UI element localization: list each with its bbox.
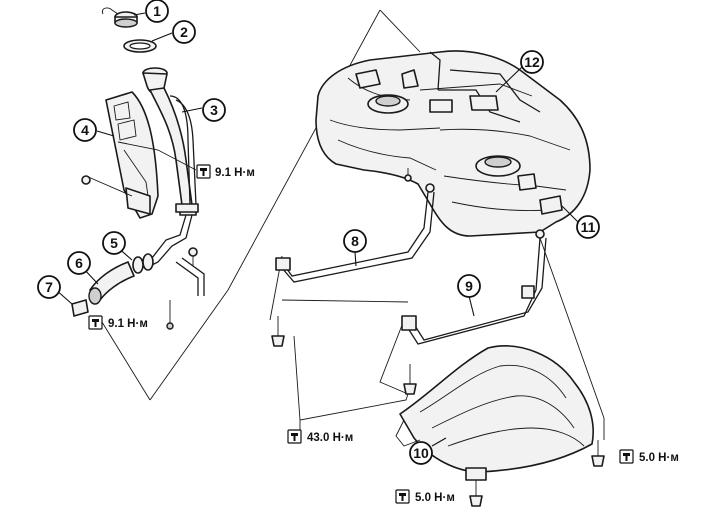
callout-1-label: 1: [153, 3, 161, 19]
torque-wrench-icon: [196, 164, 211, 179]
callout-5-label: 5: [110, 235, 118, 251]
torque-filler-tube: 9.1 Н·м: [196, 164, 255, 179]
hose-clamp: [132, 253, 154, 274]
torque-wrench-icon: [88, 315, 103, 330]
callout-10: 10: [409, 441, 433, 465]
torque-wrench-icon: [395, 489, 410, 504]
torque-filler-hose: 9.1 Н·м: [88, 315, 148, 330]
torque-value: 9.1 Н·м: [108, 318, 148, 330]
callout-2-label: 2: [180, 24, 188, 40]
filler-bracket: [81, 91, 159, 219]
callout-3: 3: [202, 98, 226, 122]
callout-5: 5: [102, 231, 126, 255]
callout-6-label: 6: [75, 255, 83, 271]
tank-band-rear: [401, 229, 547, 345]
torque-value: 9.1 Н·м: [215, 167, 255, 179]
torque-value: 5.0 Н·м: [639, 452, 679, 464]
torque-tank-band: 43.0 Н·м: [287, 429, 353, 444]
callout-11: 11: [576, 215, 600, 239]
filler-tube: [142, 67, 205, 330]
torque-wrench-icon: [619, 449, 634, 464]
callout-7: 7: [37, 275, 61, 299]
heat-shield: [395, 345, 605, 507]
callout-9-label: 9: [465, 278, 473, 294]
torque-shield-right: 5.0 Н·м: [619, 449, 679, 464]
torque-value: 5.0 Н·м: [415, 492, 455, 504]
hose-clamp-lower: [71, 299, 89, 317]
callout-12: 12: [520, 50, 544, 74]
filler-gasket: [123, 39, 157, 53]
torque-shield-bottom: 5.0 Н·м: [395, 489, 455, 504]
callout-4-label: 4: [81, 122, 89, 138]
tank-band-front: [275, 183, 435, 283]
callout-11-label: 11: [581, 219, 596, 235]
callout-9: 9: [457, 274, 481, 298]
callout-2: 2: [172, 20, 196, 44]
callout-7-label: 7: [45, 279, 53, 295]
torque-wrench-icon: [287, 429, 302, 444]
callout-3-label: 3: [210, 102, 218, 118]
callout-10-label: 10: [413, 445, 429, 461]
filler-hose: [88, 261, 135, 305]
callout-12-label: 12: [524, 54, 540, 70]
torque-value: 43.0 Н·м: [307, 432, 353, 444]
callout-8-label: 8: [351, 233, 359, 249]
filler-cap: [101, 7, 138, 28]
callout-6: 6: [67, 251, 91, 275]
callout-4: 4: [73, 118, 97, 142]
band-bolts: [271, 316, 417, 395]
fuel-tank: [315, 50, 591, 237]
callout-1: 1: [145, 0, 169, 23]
callout-8: 8: [343, 229, 367, 253]
